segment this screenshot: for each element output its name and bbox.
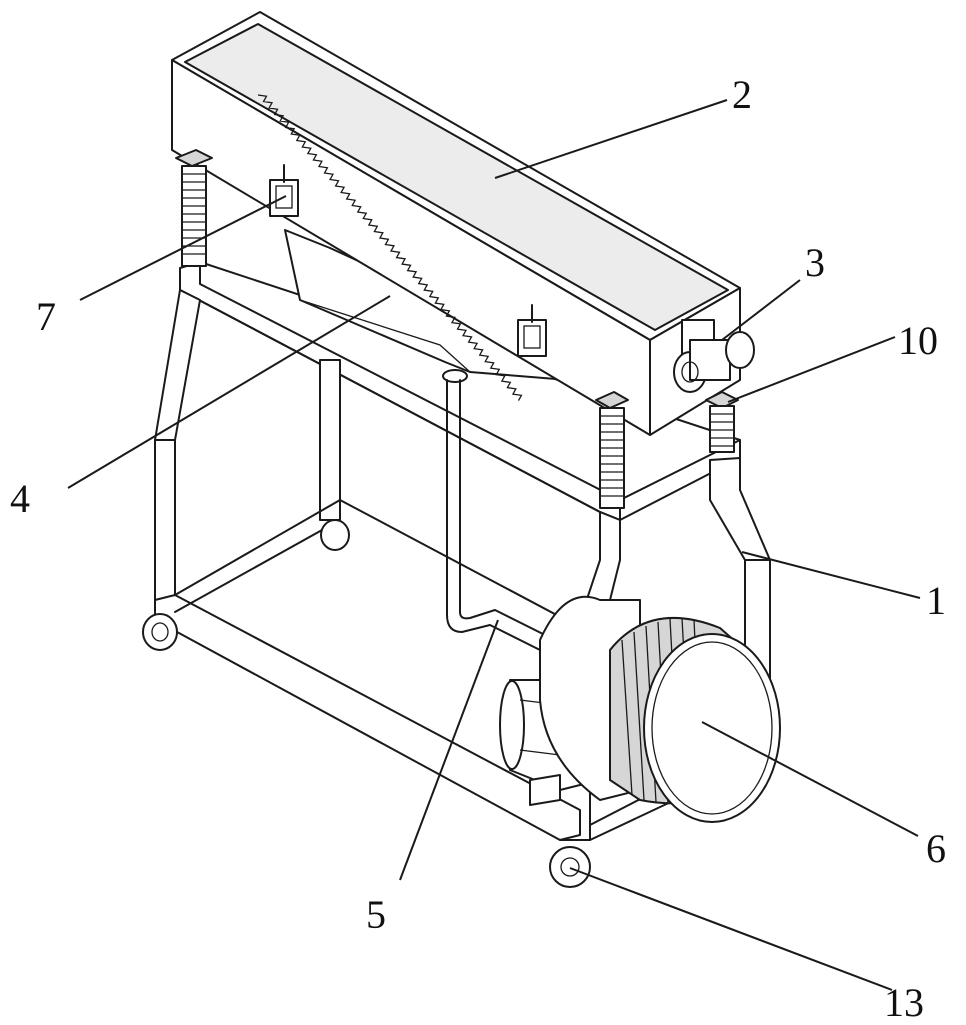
blower <box>499 595 781 823</box>
leader-3 <box>721 279 801 341</box>
leader-lines <box>67 99 921 991</box>
label-4: 4 <box>10 476 30 521</box>
spring-right <box>705 391 739 453</box>
springs <box>175 149 739 509</box>
latches <box>269 164 547 357</box>
leader-5 <box>399 619 499 881</box>
label-13: 13 <box>884 980 924 1025</box>
leader-2 <box>494 99 728 179</box>
pipe <box>446 379 546 651</box>
latch-right <box>517 304 547 357</box>
spring-mid <box>595 391 629 509</box>
label-10: 10 <box>898 318 938 363</box>
leader-10 <box>727 336 896 403</box>
label-2: 2 <box>732 72 752 117</box>
leader-1 <box>741 551 921 599</box>
label-6: 6 <box>926 826 946 871</box>
label-1: 1 <box>926 578 946 623</box>
vibration-motor <box>673 319 755 393</box>
leader-4 <box>67 295 391 489</box>
leader-7 <box>79 195 287 301</box>
label-7: 7 <box>36 294 56 339</box>
spring-left <box>175 149 213 267</box>
leader-6 <box>701 721 919 837</box>
label-5: 5 <box>366 892 386 937</box>
label-3: 3 <box>805 240 825 285</box>
reference-labels: 2 3 10 7 4 1 5 6 13 <box>10 72 946 1025</box>
leader-13 <box>569 867 893 991</box>
